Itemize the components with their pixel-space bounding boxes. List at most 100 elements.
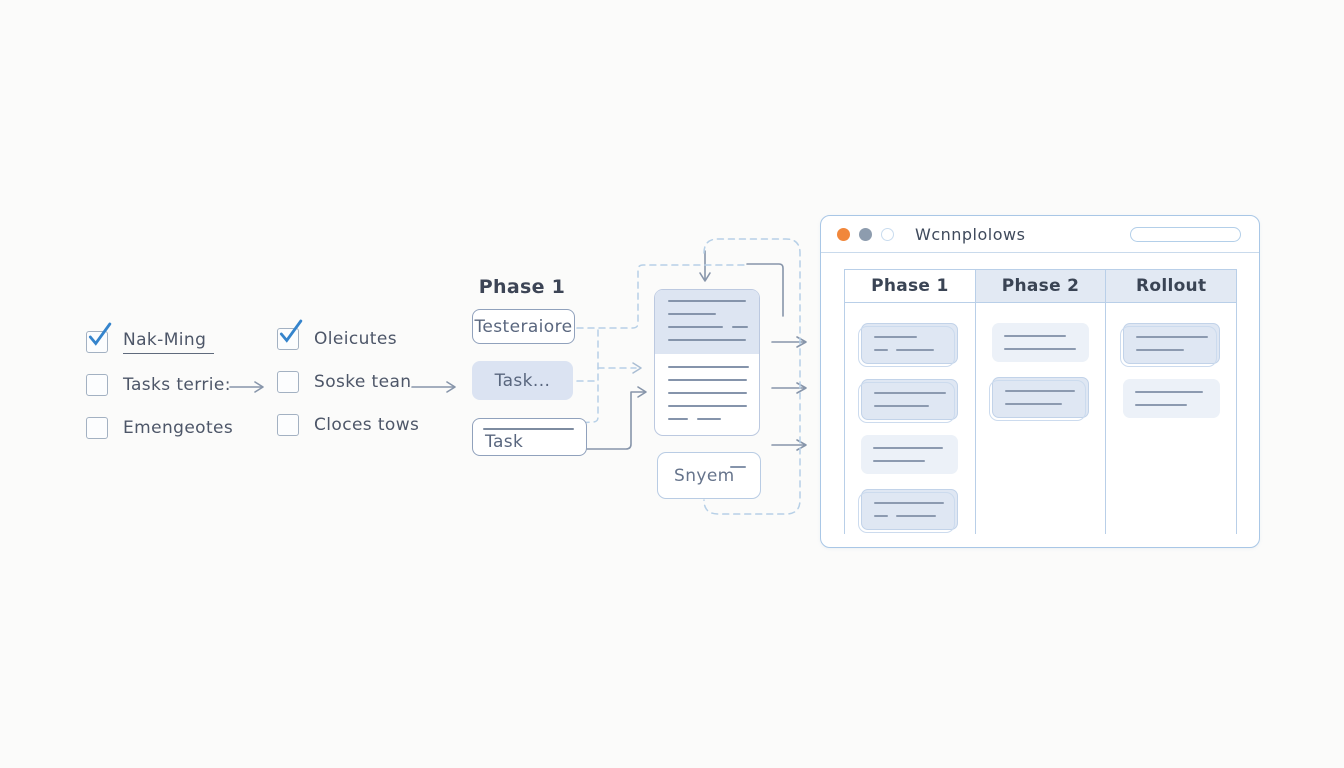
board-column-phase-2: Phase 2 (975, 270, 1107, 534)
task-box-label: Task (485, 432, 524, 452)
snyem-box: Snyem (657, 452, 761, 499)
placeholder-line (732, 326, 748, 328)
column-header[interactable]: Phase 2 (975, 270, 1106, 303)
kanban-card[interactable] (861, 489, 959, 530)
placeholder-line (874, 349, 889, 351)
placeholder-line (668, 392, 747, 394)
placeholder-line-row (862, 349, 957, 351)
placeholder-line (668, 366, 749, 368)
document-header (655, 290, 759, 354)
checklist-label: Cloces tows (314, 415, 420, 435)
kanban-card[interactable] (861, 323, 959, 364)
checkbox-unchecked[interactable] (277, 414, 299, 436)
checkbox-unchecked[interactable] (277, 371, 299, 393)
checklist-label: Soske tean (314, 372, 412, 392)
placeholder-line-row (655, 405, 759, 407)
task-box-task-outlined: Task (472, 418, 587, 456)
checklist-label: Nak-Ming (123, 330, 215, 354)
placeholder-line (1135, 336, 1208, 338)
column-body (1106, 303, 1236, 534)
placeholder-line-row (861, 460, 958, 462)
placeholder-line-row (655, 300, 759, 302)
checklist-item: Soske tean (277, 371, 419, 393)
browser-titlebar: Wcnnplolows (821, 216, 1259, 253)
column-body (976, 303, 1106, 534)
placeholder-line (1004, 348, 1076, 350)
checkbox-checked[interactable] (277, 319, 303, 350)
checklist-item: Nak-Ming (86, 322, 233, 354)
placeholder-line-row (993, 403, 1088, 405)
snyem-dash (730, 466, 746, 468)
placeholder-line (668, 379, 747, 381)
placeholder-line-row (862, 515, 957, 517)
checklist-label: Tasks terrie: (123, 375, 231, 395)
placeholder-line-row (1124, 336, 1219, 338)
placeholder-line-row (1124, 349, 1219, 351)
placeholder-line (874, 392, 947, 394)
placeholder-line (668, 313, 716, 315)
placeholder-line-row (655, 366, 759, 368)
phase-1-sketch-title: Phase 1 (478, 276, 566, 298)
task-box-label: Task... (494, 370, 551, 391)
kanban-card[interactable] (992, 377, 1089, 418)
placeholder-line (1004, 335, 1066, 337)
checkbox-unchecked[interactable] (86, 417, 108, 439)
placeholder-line (896, 349, 935, 351)
placeholder-line (896, 515, 937, 517)
snyem-label: Snyem (674, 465, 735, 486)
checkbox-checked[interactable] (86, 322, 112, 353)
window-maximize-dot[interactable] (881, 227, 894, 241)
placeholder-line-row (993, 390, 1088, 392)
document-card (654, 289, 760, 436)
placeholder-line-row (992, 348, 1089, 350)
window-close-dot[interactable] (837, 227, 850, 241)
placeholder-line (668, 405, 747, 407)
kanban-card[interactable] (1122, 379, 1220, 418)
address-bar[interactable] (1130, 227, 1241, 242)
column-header[interactable]: Phase 1 (845, 270, 975, 303)
kanban-card[interactable] (1122, 323, 1220, 364)
placeholder-line (874, 515, 889, 517)
document-body (655, 354, 759, 420)
board-column-phase-1: Phase 1 (845, 270, 976, 534)
checklist-item: Oleicutes (277, 319, 419, 350)
placeholder-line-row (862, 392, 957, 394)
task-box-testeraiore: Testeraiore (472, 309, 575, 344)
placeholder-line (668, 326, 723, 328)
kanban-card[interactable] (861, 435, 959, 474)
task-box-task-filled: Task... (472, 361, 573, 400)
checkbox-unchecked[interactable] (86, 374, 108, 396)
placeholder-line (874, 336, 918, 338)
placeholder-line-row (655, 392, 759, 394)
task-box-label: Testeraiore (474, 316, 573, 337)
column-header[interactable]: Rollout (1106, 270, 1237, 303)
browser-title: Wcnnplolows (915, 224, 1026, 244)
placeholder-line (1135, 349, 1184, 351)
placeholder-line-row (655, 379, 759, 381)
placeholder-line-row (1123, 404, 1220, 406)
placeholder-line (1005, 390, 1075, 392)
placeholder-line-row (862, 336, 957, 338)
window-minimize-dot[interactable] (859, 227, 872, 241)
traffic-lights (837, 227, 894, 241)
placeholder-line-row (862, 502, 957, 504)
placeholder-line (873, 447, 944, 449)
placeholder-line-row (655, 313, 759, 315)
checklist-item: Cloces tows (277, 414, 419, 436)
placeholder-line-row (655, 326, 759, 328)
placeholder-line (1134, 404, 1187, 406)
placeholder-line (873, 460, 926, 462)
kanban-card[interactable] (861, 379, 959, 420)
checklist-item: Tasks terrie: (86, 374, 233, 396)
placeholder-line (697, 418, 721, 420)
kanban-card[interactable] (992, 323, 1089, 362)
placeholder-line (874, 502, 945, 504)
placeholder-line (668, 339, 746, 341)
placeholder-line (1134, 391, 1203, 393)
checklist-label: Oleicutes (314, 329, 397, 349)
placeholder-line (1005, 403, 1062, 405)
